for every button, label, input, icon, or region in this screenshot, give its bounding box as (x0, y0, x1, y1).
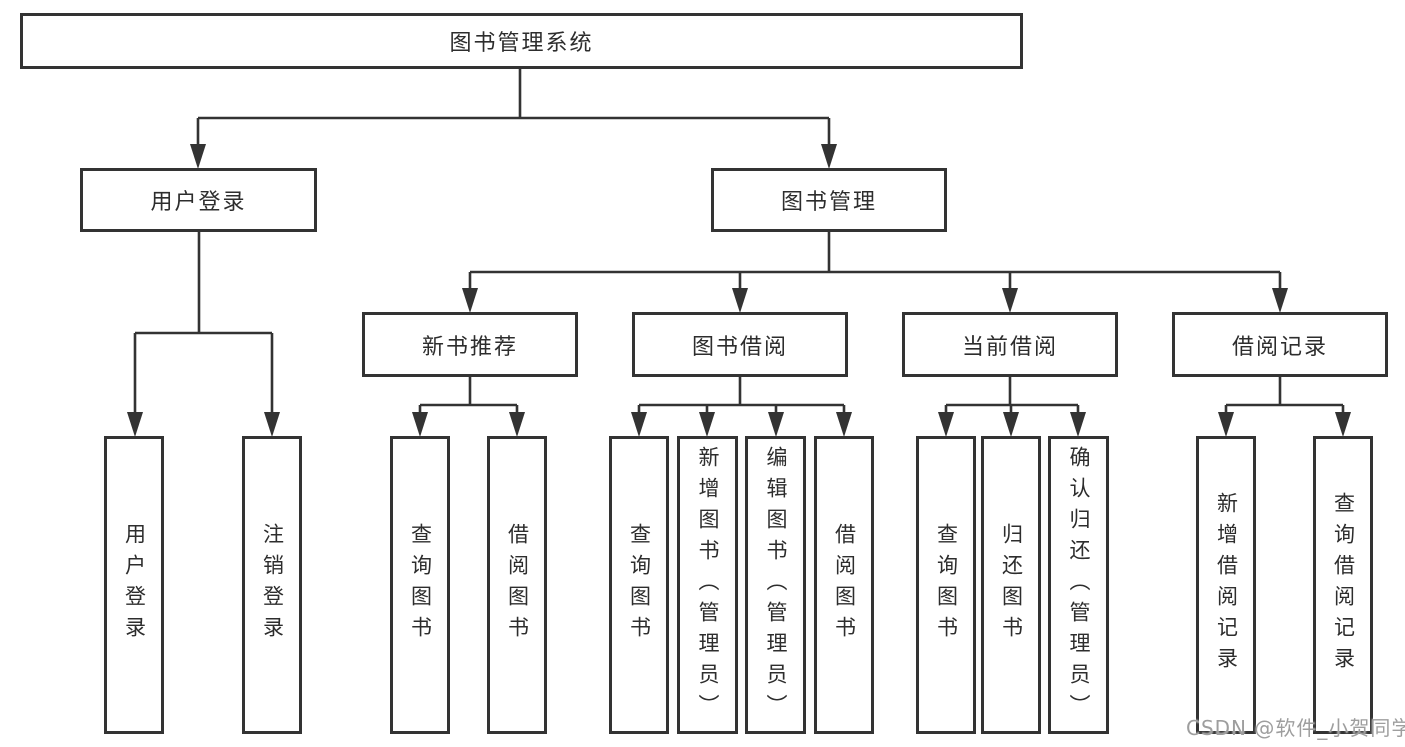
node-leaf-cb-confirm-return-admin: 确认归还（管理员） (1048, 436, 1109, 734)
node-leaf-bb-add-books-admin-label: 新增图书（管理员） (696, 445, 721, 725)
node-module-new-books-label: 新书推荐 (421, 334, 518, 360)
node-leaf-bb-query-books-label: 查询图书 (627, 523, 652, 647)
node-leaf-br-add-record: 新增借阅记录 (1196, 436, 1256, 734)
node-leaf-br-add-record-label: 新增借阅记录 (1214, 492, 1239, 678)
node-leaf-nb-query-books: 查询图书 (390, 436, 450, 734)
node-leaf-cb-query-books-label: 查询图书 (934, 523, 959, 647)
node-module-new-books: 新书推荐 (362, 312, 578, 377)
node-branch-user-login-label: 用户登录 (150, 190, 247, 215)
node-leaf-nb-borrow-books-label: 借阅图书 (505, 523, 530, 647)
node-root-system: 图书管理系统 (20, 13, 1023, 69)
node-leaf-user-login: 用户登录 (104, 436, 164, 734)
node-leaf-logout: 注销登录 (242, 436, 302, 734)
node-leaf-bb-borrow-books-label: 借阅图书 (832, 523, 857, 647)
node-leaf-user-login-label: 用户登录 (122, 523, 147, 647)
node-module-borrow-records: 借阅记录 (1172, 312, 1388, 377)
node-leaf-bb-add-books-admin: 新增图书（管理员） (677, 436, 738, 734)
node-leaf-nb-query-books-label: 查询图书 (408, 523, 433, 647)
node-root-label: 图书管理系统 (449, 31, 594, 56)
node-leaf-logout-label: 注销登录 (260, 523, 285, 647)
node-leaf-bb-borrow-books: 借阅图书 (814, 436, 874, 734)
node-module-current-borrow-label: 当前借阅 (961, 334, 1058, 360)
node-leaf-bb-edit-books-admin: 编辑图书（管理员） (745, 436, 806, 734)
node-module-book-borrow: 图书借阅 (632, 312, 848, 377)
node-leaf-nb-borrow-books: 借阅图书 (487, 436, 547, 734)
csdn-watermark: CSDN @软件_小贺同学 (1186, 716, 1405, 740)
arrowheads (127, 144, 1351, 437)
node-module-current-borrow: 当前借阅 (902, 312, 1118, 377)
node-leaf-bb-query-books: 查询图书 (609, 436, 669, 734)
node-leaf-cb-confirm-return-admin-label: 确认归还（管理员） (1067, 445, 1092, 725)
node-leaf-cb-return-books: 归还图书 (981, 436, 1041, 734)
node-leaf-bb-edit-books-admin-label: 编辑图书（管理员） (764, 445, 789, 725)
node-leaf-cb-query-books: 查询图书 (916, 436, 976, 734)
node-leaf-br-query-record: 查询借阅记录 (1313, 436, 1373, 734)
node-branch-user-login: 用户登录 (80, 168, 317, 232)
node-module-book-borrow-label: 图书借阅 (691, 334, 788, 360)
node-module-borrow-records-label: 借阅记录 (1231, 334, 1328, 360)
node-leaf-br-query-record-label: 查询借阅记录 (1331, 492, 1356, 678)
node-leaf-cb-return-books-label: 归还图书 (999, 523, 1024, 647)
node-branch-book-mgmt-label: 图书管理 (780, 190, 877, 215)
node-branch-book-mgmt: 图书管理 (711, 168, 947, 232)
